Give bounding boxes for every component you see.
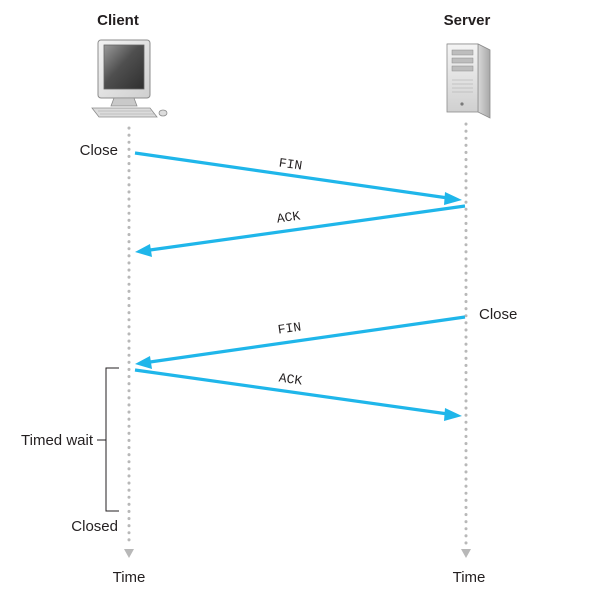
message-label-fin-2: FIN bbox=[277, 319, 302, 337]
server-close-label: Close bbox=[479, 306, 517, 323]
client-timeline-arrowhead bbox=[124, 549, 134, 558]
desktop-computer-icon bbox=[91, 39, 168, 118]
message-label-ack-1: ACK bbox=[276, 208, 301, 226]
timed-wait-bracket bbox=[97, 367, 119, 512]
message-arrow-fin-1 bbox=[134, 151, 462, 205]
client-time-label: Time bbox=[113, 569, 146, 586]
timed-wait-label: Timed wait bbox=[21, 432, 94, 449]
message-arrow-fin-2 bbox=[135, 315, 466, 369]
server-tower-icon bbox=[446, 43, 491, 119]
message-arrow-ack-1 bbox=[135, 204, 466, 257]
message-label-fin-1: FIN bbox=[278, 155, 303, 173]
client-close-label: Close bbox=[80, 142, 118, 159]
server-title: Server bbox=[444, 12, 491, 29]
client-closed-label: Closed bbox=[71, 518, 118, 535]
server-time-label: Time bbox=[453, 569, 486, 586]
client-title: Client bbox=[97, 12, 139, 29]
server-timeline-arrowhead bbox=[461, 549, 471, 558]
message-label-ack-2: ACK bbox=[278, 370, 303, 388]
message-arrow-ack-2 bbox=[134, 368, 462, 421]
